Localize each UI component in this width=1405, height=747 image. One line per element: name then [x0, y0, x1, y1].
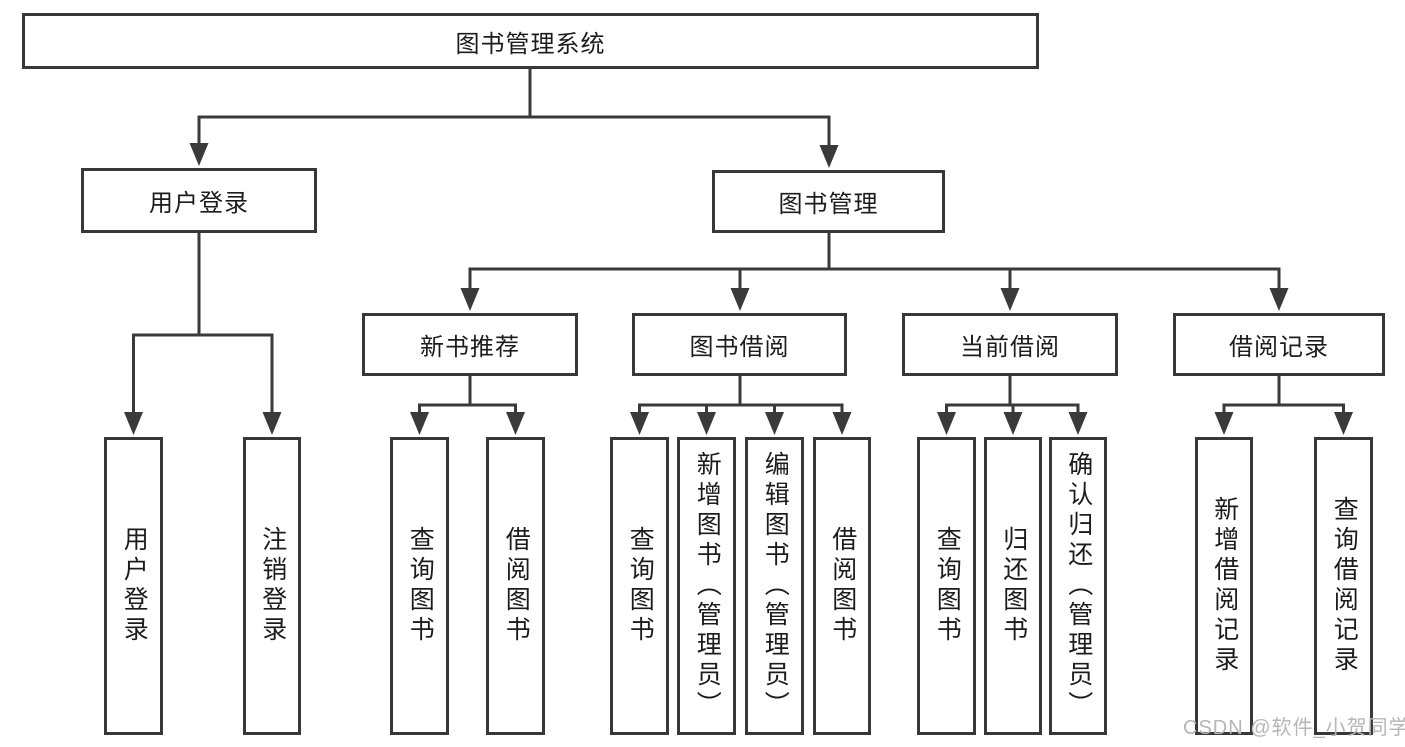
leaf-user-login: 用户登录 — [104, 437, 163, 735]
node-user-login-label: 用户登录 — [149, 190, 249, 217]
node-current-borrow: 当前借阅 — [902, 313, 1118, 376]
node-borrow-record: 借阅记录 — [1173, 313, 1385, 376]
leaf-recommend-borrow-book: 借阅图书 — [486, 437, 545, 735]
watermark: CSDN @软件_小贺同学 — [1183, 717, 1405, 739]
leaf-recommend-borrow-book-label: 借阅图书 — [502, 526, 531, 646]
leaf-borrow-borrow-book-label: 借阅图书 — [828, 526, 857, 646]
leaf-query-borrow-record: 查询借阅记录 — [1314, 437, 1373, 735]
leaf-add-book-admin: 新增图书（管理员） — [677, 437, 736, 735]
leaf-current-query-book: 查询图书 — [917, 437, 976, 735]
node-new-book-recommend: 新书推荐 — [362, 313, 578, 376]
node-book-manage-label: 图书管理 — [778, 191, 879, 218]
connector-stems — [132, 67, 1345, 421]
node-root: 图书管理系统 — [22, 13, 1039, 69]
node-book-borrow: 图书借阅 — [632, 313, 847, 376]
leaf-edit-book-admin-label: 编辑图书（管理员） — [761, 451, 790, 721]
node-root-label: 图书管理系统 — [455, 30, 606, 58]
leaf-return-book: 归还图书 — [984, 437, 1042, 735]
leaf-confirm-return-admin-label: 确认归还（管理员） — [1064, 451, 1093, 721]
leaf-current-query-book-label: 查询图书 — [933, 526, 962, 646]
leaf-borrow-borrow-book: 借阅图书 — [813, 437, 871, 735]
leaf-add-borrow-record-label: 新增借阅记录 — [1210, 496, 1239, 676]
leaf-add-borrow-record: 新增借阅记录 — [1195, 437, 1253, 735]
leaf-add-book-admin-label: 新增图书（管理员） — [693, 451, 722, 721]
leaf-user-login-label: 用户登录 — [120, 526, 149, 646]
leaf-edit-book-admin: 编辑图书（管理员） — [745, 437, 804, 735]
leaf-confirm-return-admin: 确认归还（管理员） — [1049, 437, 1107, 735]
node-borrow-record-label: 借阅记录 — [1229, 334, 1329, 361]
leaf-recommend-query-book-label: 查询图书 — [406, 526, 435, 646]
leaf-logout-label: 注销登录 — [258, 526, 287, 646]
leaf-recommend-query-book: 查询图书 — [390, 437, 449, 735]
leaf-query-borrow-record-label: 查询借阅记录 — [1330, 496, 1359, 676]
node-new-book-recommend-label: 新书推荐 — [420, 334, 520, 361]
arrowheads — [124, 143, 1353, 435]
leaf-logout: 注销登录 — [243, 437, 301, 735]
node-user-login: 用户登录 — [81, 168, 317, 233]
node-book-manage: 图书管理 — [712, 170, 945, 233]
node-book-borrow-label: 图书借阅 — [689, 334, 790, 361]
node-current-borrow-label: 当前借阅 — [960, 334, 1060, 361]
leaf-return-book-label: 归还图书 — [999, 526, 1028, 646]
leaf-borrow-query-book: 查询图书 — [610, 437, 669, 735]
leaf-borrow-query-book-label: 查询图书 — [626, 526, 655, 646]
